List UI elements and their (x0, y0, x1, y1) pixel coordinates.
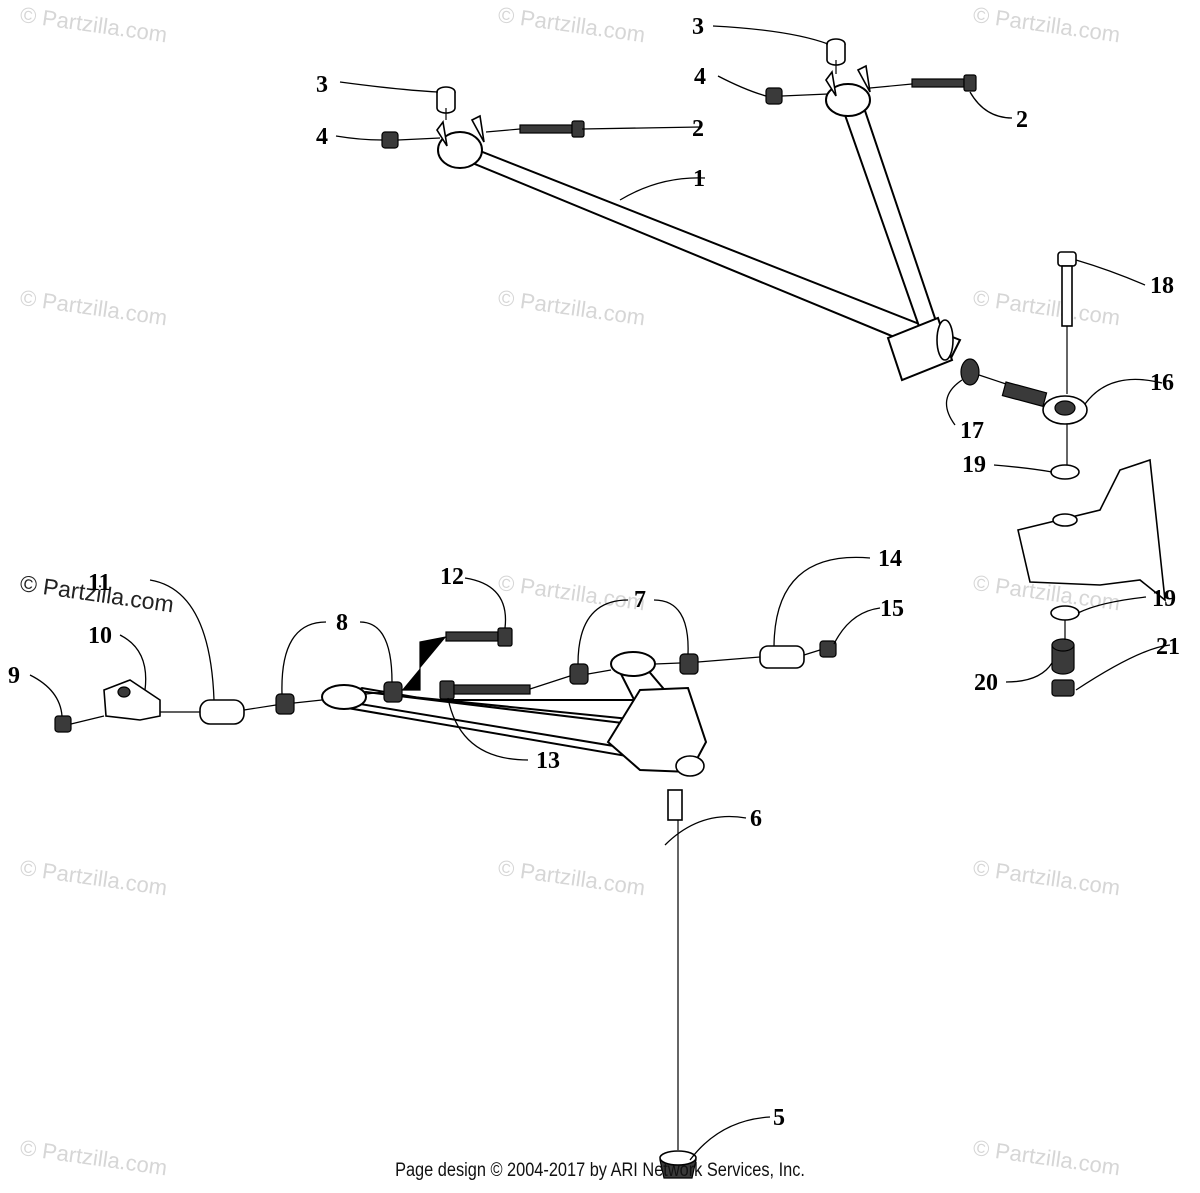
callout-3: 3 (692, 14, 704, 40)
tie-rod-end-16 (1001, 381, 1088, 425)
bushing-8-right (383, 681, 403, 703)
callout-2: 2 (1016, 107, 1028, 133)
callout-14: 14 (878, 546, 902, 572)
bolt-12 (445, 627, 513, 647)
bushing-3-left (436, 86, 456, 114)
bushing-7-right (679, 653, 699, 675)
nut-21 (1051, 679, 1075, 697)
callout-3: 3 (316, 72, 328, 98)
callout-13: 13 (536, 748, 560, 774)
callout-17: 17 (960, 418, 984, 444)
sleeve-11 (199, 699, 245, 725)
callout-2: 2 (692, 116, 704, 142)
spacer-20 (1051, 638, 1075, 675)
callout-20: 20 (974, 670, 998, 696)
nut-15 (819, 640, 837, 658)
washer-19-bottom (1050, 605, 1080, 621)
callout-15: 15 (880, 596, 904, 622)
callout-9: 9 (8, 663, 20, 689)
bushing-7-left (569, 663, 589, 685)
callout-18: 18 (1150, 273, 1174, 299)
nut-4-right (765, 87, 783, 105)
callout-19: 19 (1152, 586, 1176, 612)
callout-8: 8 (336, 610, 348, 636)
callout-4: 4 (694, 64, 706, 90)
jam-nut-17 (960, 358, 980, 386)
sleeve-14 (759, 645, 805, 669)
callout-10: 10 (88, 623, 112, 649)
lower-a-arm (321, 651, 708, 821)
callout-1: 1 (693, 166, 705, 192)
page-footer: Page design © 2004-2017 by ARI Network S… (395, 1160, 805, 1181)
callout-labels: 1 2 2 3 3 4 4 5 6 7 8 9 10 11 12 13 14 1… (8, 14, 1180, 1131)
callout-16: 16 (1150, 370, 1174, 396)
bolt-2-right (911, 74, 977, 92)
bracket-10 (103, 679, 161, 721)
washer-19-top (1050, 464, 1080, 480)
nut-4-left (381, 131, 399, 149)
nut-5 (659, 1150, 697, 1179)
callout-19: 19 (962, 452, 986, 478)
callout-12: 12 (440, 564, 464, 590)
bolt-18 (1057, 251, 1077, 327)
callout-5: 5 (773, 1105, 785, 1131)
upper-a-arm (436, 64, 962, 382)
callout-11: 11 (88, 570, 111, 596)
bushing-8-left (275, 693, 295, 715)
assembly-lines (70, 60, 1068, 1150)
knuckle (1017, 458, 1167, 602)
nut-9 (54, 715, 72, 733)
bolt-2-left (519, 120, 585, 138)
leader-lines (29, 25, 1171, 1161)
bolt-13 (439, 680, 531, 700)
callout-6: 6 (750, 806, 762, 832)
callout-4: 4 (316, 124, 328, 150)
callout-7: 7 (634, 587, 646, 613)
callout-21: 21 (1156, 634, 1180, 660)
